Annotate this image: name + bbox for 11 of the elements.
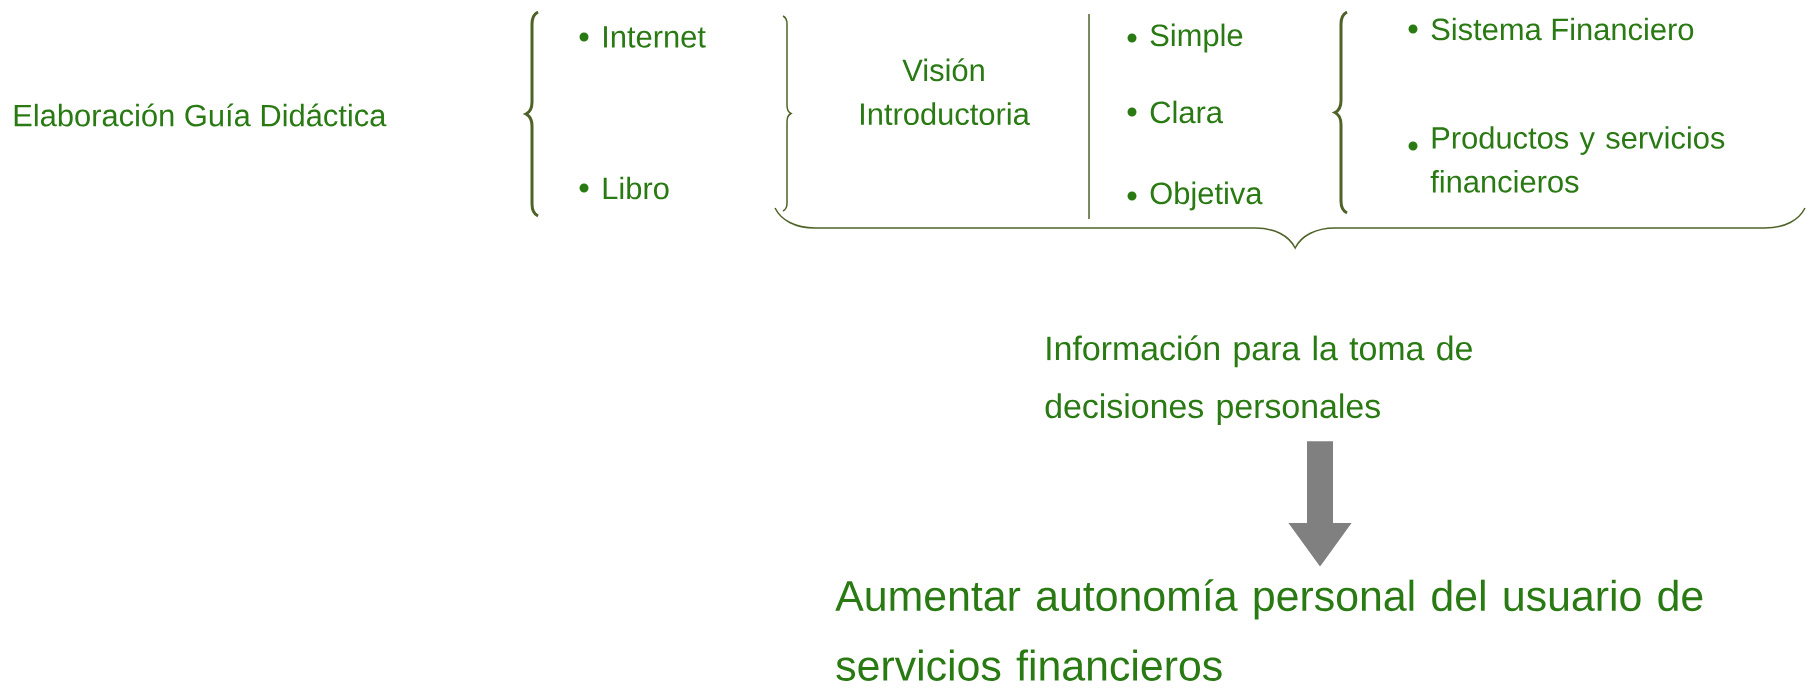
item-label: Visión Introductoria [861, 58, 1030, 126]
statement-text: Información para la toma de decisiones personales [1045, 335, 1472, 425]
item-label: Internet [604, 26, 706, 48]
item-label: Objetiva [1150, 181, 1263, 211]
item-label: Clara [1150, 100, 1223, 124]
item-label: Libro [603, 176, 669, 200]
item-label: Productos y servicios financieros [1430, 126, 1725, 193]
item-label: Simple [1150, 23, 1243, 53]
item-label: Sistema Financiero [1431, 17, 1694, 41]
statement-text: Aumentar autonomía personal del usuario de servicios financieros [835, 579, 1703, 681]
item-label: Elaboración Guía Didáctica [14, 103, 387, 127]
